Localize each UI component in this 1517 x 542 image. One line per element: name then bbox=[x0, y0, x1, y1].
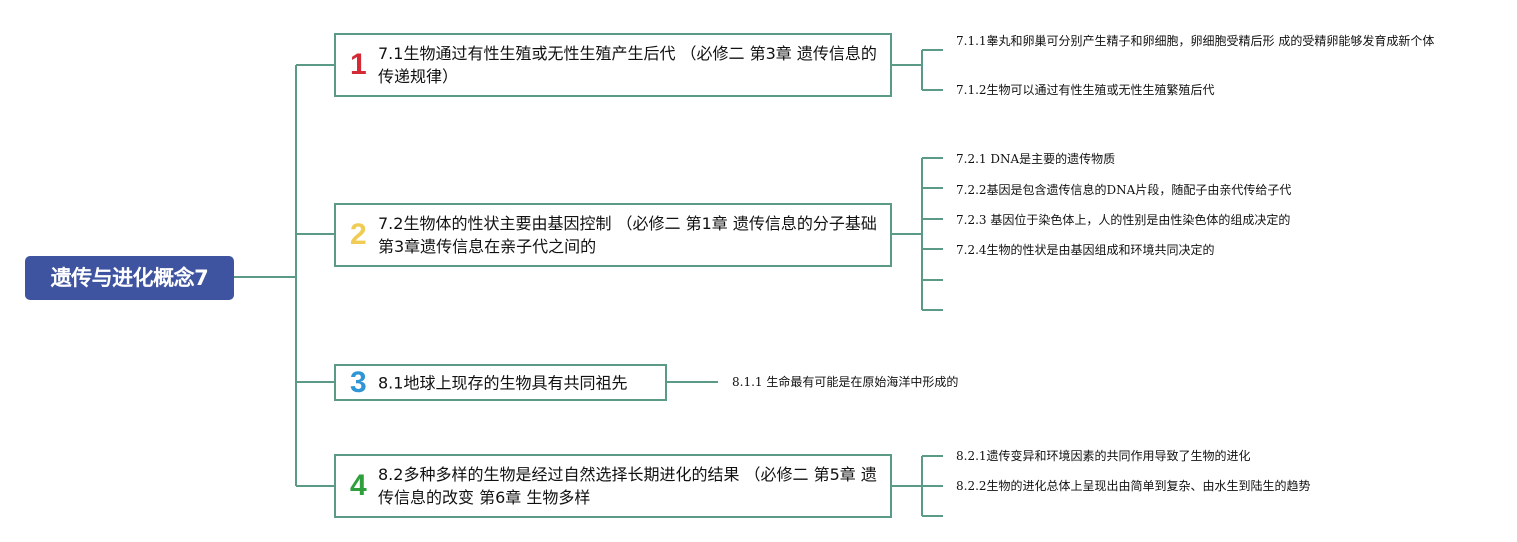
branch-node-2[interactable]: 2 7.2生物体的性状主要由基因控制 （必修二 第1章 遗传信息的分子基础 第3… bbox=[334, 203, 892, 267]
leaf-2-2[interactable]: 7.2.2基因是包含遗传信息的DNA片段，随配子由亲代传给子代 bbox=[956, 183, 1292, 197]
branch-1-number: 1 bbox=[350, 48, 367, 81]
leaf-1-1[interactable]: 7.1.1睾丸和卵巢可分别产生精子和卵细胞，卵细胞受精后形 成的受精卵能够发育成… bbox=[956, 34, 1435, 48]
leaf-1-2[interactable]: 7.1.2生物可以通过有性生殖或无性生殖繁殖后代 bbox=[956, 83, 1215, 97]
branch-2-number: 2 bbox=[350, 218, 367, 251]
leaf-4-2[interactable]: 8.2.2生物的进化总体上呈现出由简单到复杂、由水生到陆生的趋势 bbox=[956, 479, 1311, 493]
branch-3-number: 3 bbox=[350, 365, 367, 399]
branch-3-text: 8.1地球上现存的生物具有共同祖先 bbox=[378, 373, 628, 392]
branch-node-1[interactable]: 1 7.1生物通过有性生殖或无性生殖产生后代 （必修二 第3章 遗传信息的传递规… bbox=[334, 33, 892, 97]
branch-4-text: 8.2多种多样的生物是经过自然选择长期进化的结果 （必修二 第5章 遗传信息的改… bbox=[378, 465, 877, 507]
branch-node-3[interactable]: 3 8.1地球上现存的生物具有共同祖先 bbox=[334, 364, 667, 401]
leaf-3-1[interactable]: 8.1.1 生命最有可能是在原始海洋中形成的 bbox=[732, 375, 959, 389]
leaf-2-3[interactable]: 7.2.3 基因位于染色体上，人的性别是由性染色体的组成决定的 bbox=[956, 213, 1291, 227]
branch-2-text: 7.2生物体的性状主要由基因控制 （必修二 第1章 遗传信息的分子基础 第3章遗… bbox=[378, 214, 877, 256]
leaf-2-4[interactable]: 7.2.4生物的性状是由基因组成和环境共同决定的 bbox=[956, 243, 1215, 257]
branch-4-number: 4 bbox=[350, 469, 367, 502]
leaf-2-1[interactable]: 7.2.1 DNA是主要的遗传物质 bbox=[956, 152, 1116, 166]
leaf-4-1[interactable]: 8.2.1遗传变异和环境因素的共同作用导致了生物的进化 bbox=[956, 449, 1251, 463]
branch-node-4[interactable]: 4 8.2多种多样的生物是经过自然选择长期进化的结果 （必修二 第5章 遗传信息… bbox=[334, 454, 892, 518]
branch-1-text: 7.1生物通过有性生殖或无性生殖产生后代 （必修二 第3章 遗传信息的传递规律） bbox=[378, 44, 877, 86]
root-title: 遗传与进化概念7 bbox=[50, 266, 209, 290]
root-node[interactable]: 遗传与进化概念7 bbox=[25, 256, 234, 300]
